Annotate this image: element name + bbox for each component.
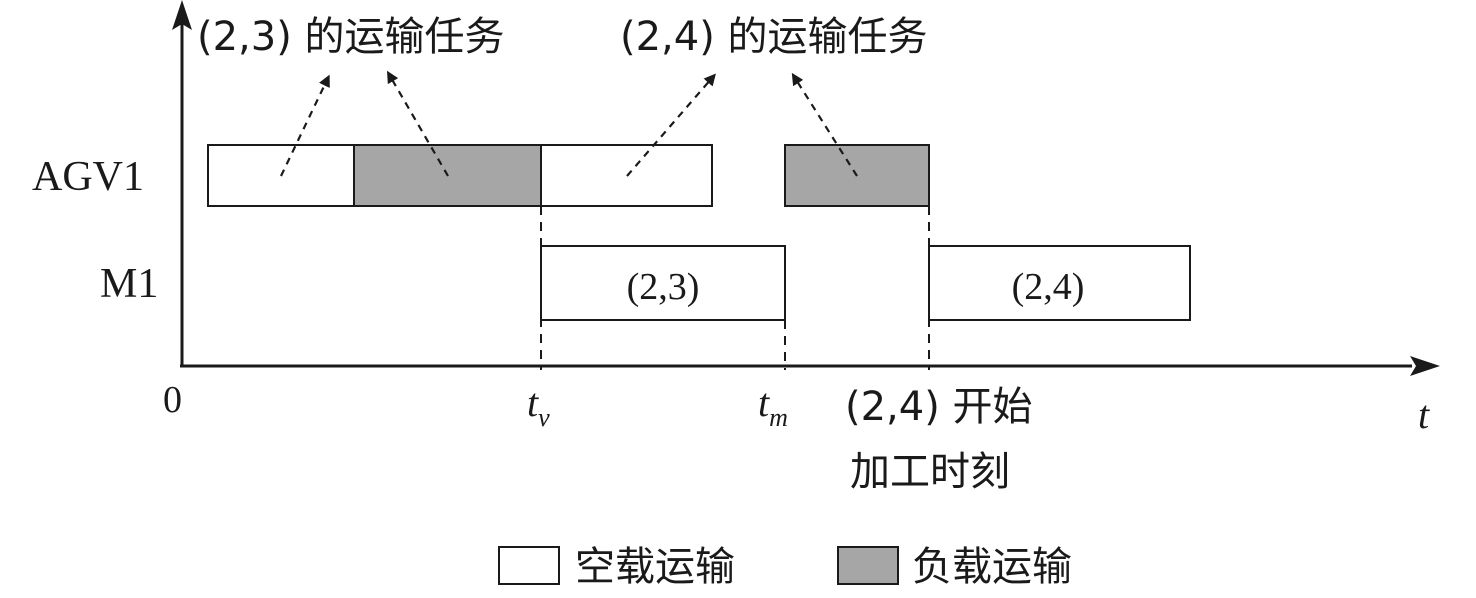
annotation-start-line2: 加工时刻 bbox=[850, 449, 1010, 495]
legend-label-loaded: 负载运输 bbox=[912, 544, 1072, 590]
tick-tm-base: t bbox=[758, 380, 770, 425]
machine-op-bar bbox=[540, 245, 786, 321]
annotation-task-23: (2,3) 的运输任务 bbox=[197, 14, 505, 60]
tick-tv-base: t bbox=[527, 380, 539, 425]
legend-label-empty: 空载运输 bbox=[575, 544, 735, 590]
machine-op-bar bbox=[928, 245, 1191, 321]
row-label-agv: AGV1 bbox=[32, 154, 144, 200]
legend-swatch-empty bbox=[498, 546, 560, 585]
row-label-machine: M1 bbox=[100, 261, 158, 307]
origin-label: 0 bbox=[163, 379, 182, 421]
tick-tv-sub: v bbox=[538, 403, 550, 432]
tick-tm-sub: m bbox=[769, 403, 788, 432]
x-axis-arrow-icon bbox=[1410, 356, 1440, 376]
arrow-loaded-24 bbox=[791, 72, 858, 177]
annotation-task-24: (2,4) 的运输任务 bbox=[620, 14, 928, 60]
legend: 空载运输 负载运输 bbox=[498, 544, 1072, 590]
machine-op-label: (2,3) bbox=[627, 266, 700, 308]
arrow-empty-24 bbox=[626, 73, 716, 177]
arrow-loaded-23 bbox=[386, 70, 449, 177]
machine-op-label: (2,4) bbox=[1012, 266, 1085, 308]
arrow-empty-23 bbox=[280, 74, 330, 177]
tick-label-tm: tm bbox=[758, 380, 788, 432]
legend-swatch-loaded bbox=[837, 546, 899, 585]
task-arrows bbox=[280, 70, 858, 177]
y-axis-arrow-icon bbox=[172, 0, 192, 30]
annotation-start-line1: (2,4) 开始 bbox=[845, 384, 1033, 430]
time-axis-label: t bbox=[1418, 392, 1430, 437]
agv-bars bbox=[207, 144, 930, 207]
tick-label-tv: tv bbox=[527, 380, 550, 432]
